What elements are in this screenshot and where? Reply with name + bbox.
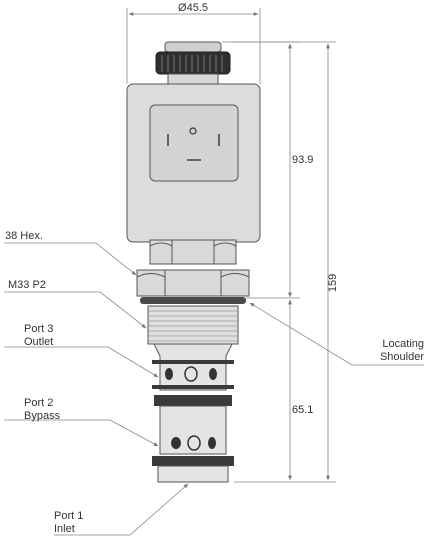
thread-label: M33 P2: [8, 279, 46, 291]
cartridge-body: [152, 343, 234, 483]
shoulder-line2: Shoulder: [380, 351, 424, 363]
thread-section: [147, 305, 239, 345]
dimension-overall-length: 159: [222, 41, 339, 483]
port1-name: Port 1: [54, 510, 83, 522]
connector-pins: [167, 127, 220, 161]
cartridge-length-label: 65.1: [292, 404, 313, 416]
port2-name: Port 2: [24, 397, 53, 409]
hex-nut: [149, 239, 237, 265]
port3-desc: Outlet: [24, 336, 53, 348]
dimension-diameter: Ø45.5: [126, 2, 261, 84]
overall-length-label: 159: [327, 274, 339, 292]
port1-desc: Inlet: [54, 523, 75, 535]
hex-label: 38 Hex.: [5, 230, 43, 242]
diameter-label: Ø45.5: [178, 2, 208, 14]
callout-port3: Port 3 Outlet: [4, 323, 159, 378]
callout-thread: M33 P2: [4, 279, 147, 329]
port2-desc: Bypass: [24, 410, 61, 422]
callout-port1: Port 1 Inlet: [54, 483, 189, 536]
coil-height-label: 93.9: [292, 154, 313, 166]
callout-port2: Port 2 Bypass: [4, 397, 159, 447]
port3-name: Port 3: [24, 323, 53, 335]
top-knurled-nut: [155, 41, 231, 85]
shoulder-line1: Locating: [382, 338, 424, 350]
dimension-cartridge-length: 65.1: [288, 299, 313, 481]
callout-hex: 38 Hex.: [4, 230, 137, 276]
coil-body: [126, 83, 261, 243]
lower-hex: [136, 269, 250, 297]
callout-locating-shoulder: Locating Shoulder: [249, 302, 424, 366]
